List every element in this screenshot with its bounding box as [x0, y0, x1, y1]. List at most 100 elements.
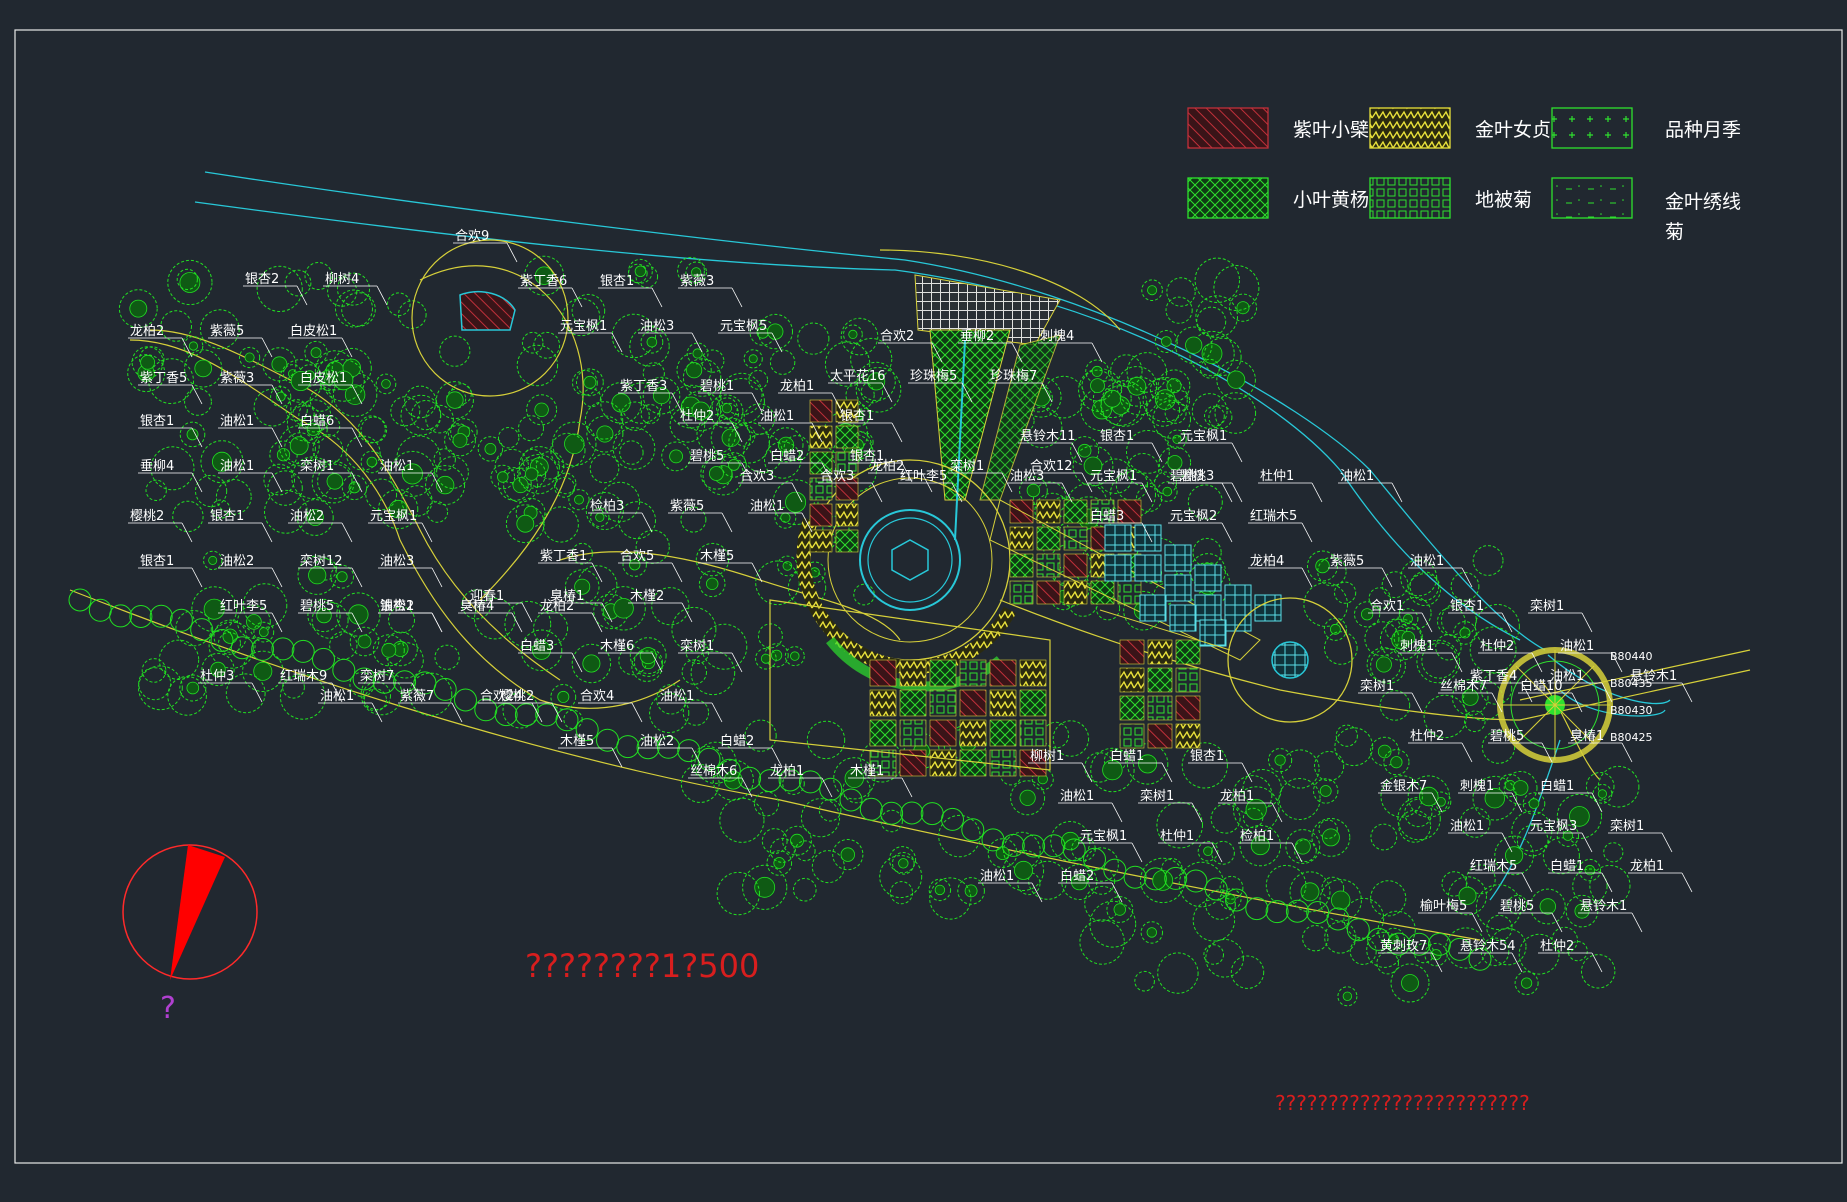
tree-center [1090, 378, 1105, 394]
garden-square [1147, 667, 1173, 693]
tree-canopy [1349, 937, 1377, 965]
tree-canopy [1019, 476, 1048, 505]
label-leader [1151, 442, 1163, 463]
tree-center [310, 347, 322, 359]
street-tree [1265, 900, 1289, 924]
plant-label: 红瑞木9 [280, 668, 327, 684]
tree-canopy [1302, 925, 1329, 952]
label-leader [1411, 692, 1423, 713]
tree-canopy [1407, 775, 1450, 818]
label-leader [811, 422, 823, 443]
street-tree [616, 735, 640, 759]
plant-label: 油松2 [640, 734, 674, 749]
label-leader [691, 332, 703, 353]
tree-canopy [1319, 879, 1362, 922]
street-tree [1123, 865, 1147, 889]
garden-square [1090, 580, 1115, 605]
tree-canopy [753, 791, 780, 817]
label-leader [271, 567, 283, 588]
tree-canopy [521, 331, 544, 354]
plant-label: 银杏1 [210, 509, 244, 524]
tree-canopy [582, 388, 602, 408]
tree-center [326, 473, 344, 490]
tree-canopy [362, 681, 392, 711]
street-tree [535, 703, 559, 727]
street-tree [129, 605, 153, 628]
tree-canopy [477, 436, 504, 462]
garden-square [989, 689, 1017, 717]
garden-square [989, 749, 1017, 777]
label-leader [551, 702, 563, 723]
garden-square [809, 503, 833, 527]
tree-center [1584, 864, 1596, 876]
street-tree [1164, 866, 1188, 890]
tree-canopy [524, 255, 565, 296]
tree-center [290, 370, 311, 391]
street-tree [352, 667, 376, 691]
label-leader [1541, 742, 1553, 763]
tree-canopy [1195, 295, 1238, 338]
tree-canopy [1126, 352, 1168, 393]
label-leader [1531, 652, 1543, 673]
plant-label: 银杏1 [600, 274, 634, 289]
label-leader [531, 702, 543, 723]
label-leader [741, 777, 753, 798]
tree-canopy [743, 433, 783, 474]
tree-center [1071, 873, 1088, 891]
tree-canopy [640, 330, 664, 354]
plant-label: 银杏1 [140, 414, 174, 429]
plant-label: 刺槐4 [1040, 328, 1074, 344]
legend-label: 品种月季 [1665, 119, 1741, 141]
label-leader [1621, 742, 1633, 763]
tree-center [767, 323, 784, 340]
street-tree [149, 604, 173, 628]
street-tree [68, 588, 92, 612]
street-tree [1285, 899, 1309, 923]
garden-square [1147, 639, 1173, 665]
tree-canopy [400, 394, 442, 436]
tree-center [1166, 378, 1182, 394]
tree-center [348, 604, 369, 625]
label-leader [591, 612, 603, 633]
tree-canopy [782, 772, 805, 795]
garden-square [1119, 639, 1145, 665]
tree-canopy [365, 478, 398, 511]
tree-canopy [331, 347, 372, 388]
tree-center [534, 266, 554, 285]
plant-label: 杜仲1 [1260, 469, 1294, 484]
street-tree [1204, 877, 1228, 901]
street-tree [474, 698, 498, 722]
plant-label: 杜仲2 [1480, 639, 1514, 654]
tree-center [1146, 927, 1158, 938]
street-tree [1184, 869, 1208, 893]
street-tree [251, 637, 275, 661]
plant-label: 碧桃5 [300, 599, 334, 614]
tree-canopy [208, 621, 256, 669]
label-leader [651, 287, 663, 308]
label-leader [296, 285, 308, 306]
tree-canopy [1119, 376, 1159, 416]
plant-label: 合欢5 [620, 549, 654, 564]
tree-canopy [1324, 631, 1358, 665]
tree-canopy [191, 586, 238, 633]
garden-square [1063, 526, 1088, 551]
garden-square [1119, 695, 1145, 721]
tree-center [532, 640, 552, 660]
tree-canopy [1081, 369, 1114, 402]
label-leader [731, 422, 743, 443]
label-leader [1111, 802, 1123, 823]
tree-canopy [138, 665, 183, 711]
tree-canopy [755, 560, 800, 606]
plant-label: 油松1 [320, 689, 354, 704]
garden-square [1036, 526, 1061, 551]
cyan-tile [1194, 564, 1222, 592]
tree-canopy [425, 404, 454, 434]
label-leader [251, 682, 263, 703]
garden-square [1009, 526, 1034, 551]
tree-canopy [889, 881, 914, 905]
tree-canopy [183, 336, 204, 356]
street-tree [1062, 838, 1086, 862]
plant-label: 龙柏2 [130, 324, 164, 339]
tree-canopy [526, 394, 558, 426]
plant-label: 白蜡2 [770, 448, 804, 464]
